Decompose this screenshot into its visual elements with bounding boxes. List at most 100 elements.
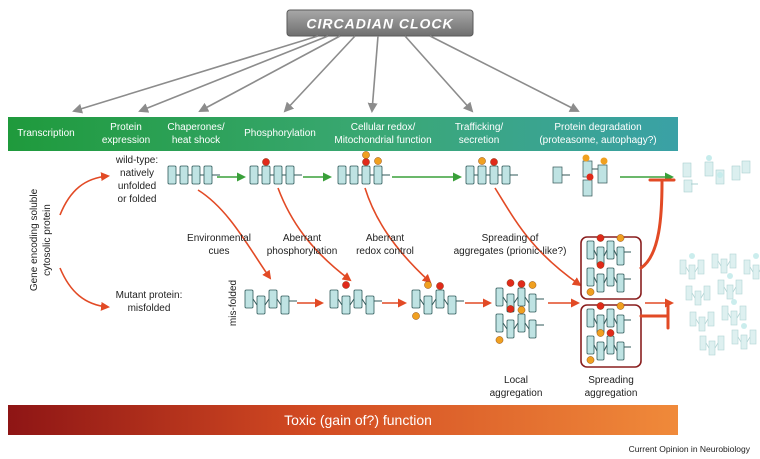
- cloud-domain: [679, 259, 687, 275]
- spread-agg-line2: aggregation: [585, 388, 638, 399]
- mut-protein-2-linker: [337, 298, 343, 306]
- branch-arrow-wildtype: [59, 172, 110, 216]
- stage-transcription: Transcription: [17, 128, 74, 139]
- wt-protein-1-domain: [191, 165, 201, 185]
- cue-spreading-1: Spreading of: [482, 233, 539, 244]
- gene-label-line1: Gene encoding soluble: [29, 188, 40, 291]
- spread-bot-a-domain: [606, 308, 615, 328]
- cloud-domain: [708, 340, 716, 356]
- mut-protein-3-domain: [447, 295, 457, 315]
- spread-top-a-redox-ball: [616, 234, 625, 242]
- spread-top-a-domain: [586, 240, 595, 260]
- spread-bot-b-linker: [603, 344, 608, 352]
- mut-protein-1-linker: [264, 298, 270, 306]
- cloud-domain: [743, 259, 751, 275]
- wt-protein-4-domain: [477, 165, 487, 185]
- local-agg-bottom-domain: [528, 319, 537, 339]
- local-agg-top-linker: [524, 296, 530, 304]
- cloud-domain: [699, 335, 707, 351]
- cloud-domain: [726, 284, 734, 300]
- local-agg-top-linker: [502, 296, 508, 304]
- mut-protein-2-linker: [361, 298, 367, 306]
- cloud-aggregate: [689, 311, 715, 332]
- cue-phosphorylation-1: Aberrant: [283, 233, 322, 244]
- spread-bot-a-phospho-ball: [596, 302, 605, 310]
- mut-protein-3-linker: [443, 298, 449, 306]
- mutant-line1: Mutant protein:: [116, 290, 183, 301]
- local-agg-bottom-domain: [495, 313, 504, 333]
- spread-bot-b-linker: [613, 344, 618, 352]
- mut-protein-2-phospho-ball: [342, 281, 350, 289]
- local-agg-top-phospho-ball: [517, 280, 526, 288]
- mut-protein-2: [329, 281, 382, 315]
- wildtype-line2: natively: [120, 168, 154, 179]
- gene-label: Gene encoding soluble cytosolic protein: [29, 188, 53, 291]
- local-agg-bottom-domain: [517, 313, 526, 333]
- local-agg-bottom: [495, 305, 544, 344]
- cloud-linker: [727, 312, 732, 319]
- clock-arrow-redox: [367, 35, 379, 113]
- cloud-linker: [732, 286, 737, 293]
- gene-label-line2: cytosolic protein: [42, 204, 53, 276]
- mutant-line2: misfolded: [128, 303, 171, 314]
- mut-protein-2-domain: [341, 295, 351, 315]
- mut-protein-3: [411, 281, 464, 320]
- cloud-linker: [746, 336, 751, 343]
- spread-bot-b-redox-ball: [586, 356, 595, 364]
- stage-degradation: Protein degradation: [554, 122, 641, 133]
- cloud-domain: [694, 290, 702, 306]
- cloud-ball: [689, 253, 695, 259]
- wildtype-row: [167, 151, 518, 185]
- inhibit-top: [639, 180, 664, 270]
- wildtype-line3: unfolded: [118, 181, 156, 192]
- cue-environmental-1: Environmental: [187, 233, 251, 244]
- spread-bot-b-phospho-ball: [606, 329, 615, 337]
- mut-protein-1-linker: [276, 298, 282, 306]
- clock-arrow-expression: [138, 35, 329, 113]
- wt-protein-3-redox-ball: [362, 151, 370, 159]
- mut-protein-1: [244, 289, 297, 315]
- local-agg-top-domain: [495, 287, 504, 307]
- cloud-domain: [740, 334, 748, 350]
- cloud-linker: [705, 342, 710, 349]
- stage-phosphorylation: Phosphorylation: [244, 128, 316, 139]
- wt-protein-3-domain: [361, 165, 371, 185]
- cloud-linker: [700, 292, 705, 299]
- cloud-aggregate: [717, 273, 743, 300]
- spread-top-b-linker: [613, 276, 618, 284]
- local-agg-line2: aggregation: [490, 388, 543, 399]
- cloud-linker: [695, 318, 700, 325]
- clock-arrow-transcription: [72, 35, 319, 114]
- cue-environmental-2: cues: [208, 246, 229, 257]
- mut-protein-3-linker: [419, 298, 425, 306]
- cloud-domain: [698, 316, 706, 332]
- local-agg-bottom-redox-ball: [495, 336, 504, 344]
- spread-bot-a-linker: [603, 317, 608, 325]
- local-agg-top-linker: [513, 296, 519, 304]
- cloud-domain: [717, 335, 725, 351]
- cloud-domain: [739, 305, 747, 321]
- spread-top-b-phospho-ball: [596, 261, 605, 269]
- wildtype-label: wild-type: natively unfolded or folded: [115, 155, 158, 205]
- cloud-aggregate: [721, 299, 747, 326]
- cloud-linker: [723, 286, 728, 293]
- cue-arrow-spreading: [494, 187, 582, 287]
- cloud-ball: [731, 299, 737, 305]
- wt-degraded-fragments: [682, 155, 751, 193]
- stage-degradation-2: (proteasome, autophagy?): [539, 135, 656, 146]
- wt-protein-1-domain: [203, 165, 213, 185]
- wt-protein-3-domain: [337, 165, 347, 185]
- wt-protein-1: [167, 165, 220, 185]
- wildtype-line4: or folded: [118, 194, 157, 205]
- wt-protein-3-phospho-ball: [362, 158, 370, 166]
- cue-redox-1: Aberrant: [366, 233, 405, 244]
- cloud-domain: [717, 279, 725, 295]
- cloud-linker: [714, 342, 719, 349]
- spread-bot-b-domain: [586, 335, 595, 355]
- spread-top-a-linker: [593, 249, 598, 257]
- cloud-domain: [735, 279, 743, 295]
- cloud-aggregate: [679, 253, 705, 280]
- mut-protein-3-linker: [431, 298, 437, 306]
- wt-protein-2-domain: [249, 165, 259, 185]
- cloud-ball: [727, 273, 733, 279]
